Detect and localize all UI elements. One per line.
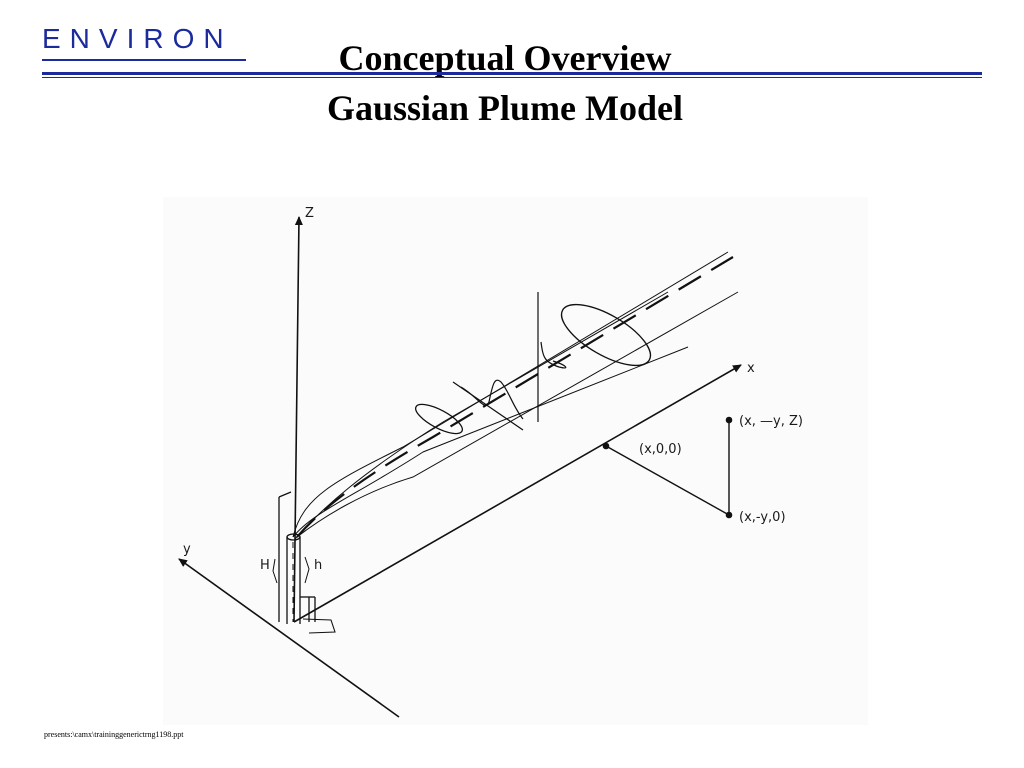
gaussian-plume-diagram: Z x y H h (x,0,0) (x, —y, Z) (x,-y,0) [163,197,868,725]
logo-underline [42,59,246,61]
header-rule [42,72,982,75]
plume-centerline [296,256,734,538]
x-axis-label: x [747,361,755,376]
z-axis [293,216,303,623]
logo-text: ENVIRON [42,23,233,54]
plume-sketch: Z x y H h (x,0,0) (x, —y, Z) (x,-y,0) [178,206,803,718]
h-label: h [314,558,322,573]
point-upper-label: (x, —y, Z) [739,414,803,429]
header-rule-thin [42,77,982,78]
point-origin-marker [602,442,610,450]
page-title: Conceptual Overview [338,38,672,78]
y-axis [178,558,400,718]
point-lower-label: (x,-y,0) [739,510,786,525]
point-origin-label: (x,0,0) [639,442,682,457]
z-axis-label: Z [305,206,314,221]
y-axis-label: y [183,542,191,557]
plume-section-near [415,403,463,435]
environ-logo: ENVIRON [42,23,248,61]
file-path-footer: presents:\camx\traininggenerictrng1198.p… [44,730,184,739]
H-brace [272,558,278,584]
point-lower-marker [725,511,733,519]
x-axis [293,364,742,623]
plume-section-far [560,303,652,367]
H-label: H [260,558,270,573]
gaussian-profile-far [537,292,567,422]
h-brace [304,556,310,584]
page-subtitle: Gaussian Plume Model [326,88,684,128]
plume-envelope [292,251,739,540]
gaussian-profile-near [452,379,524,431]
point-upper-marker [725,416,733,424]
ground-line [605,445,730,516]
